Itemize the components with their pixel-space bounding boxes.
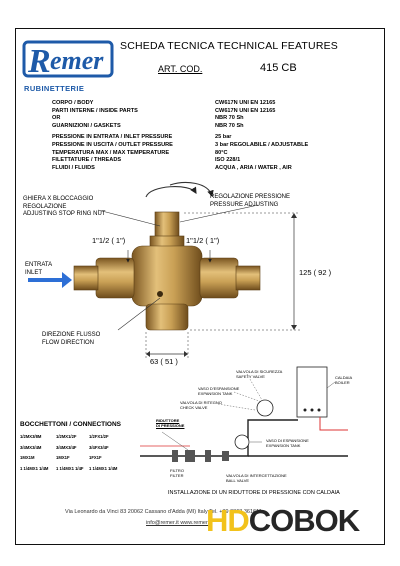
- spec-value: NBR 70 Sh: [215, 122, 244, 129]
- spec-labels: CORPO / BODY PARTI INTERNE / INSIDE PART…: [52, 100, 173, 172]
- page-title: SCHEDA TECNICA TECHNICAL FEATURES: [120, 40, 339, 52]
- valve-bottom: [145, 303, 189, 331]
- spec-values: CW617N UNI EN 12165 CW617N UNI EN 12165 …: [215, 100, 308, 172]
- inlet-tail: [73, 265, 99, 291]
- connections-col-3: 1/2FX1/2F 3/4FX3/4F 1FX1F 1 1/4MX1 1/4M: [89, 434, 118, 471]
- spec-value: ISO 228/1: [215, 157, 241, 164]
- art-code-value: 415 CB: [260, 62, 297, 74]
- spec-value: ACQUA , ARIA / WATER , AIR: [215, 164, 292, 171]
- connections-col-1: 1/2MX3/8M 3/4MX3/4M 1MX1M 1 1/4MX1 1/4M: [20, 434, 49, 471]
- ball-valve-label: VALVOLA DI INTERCETTAZIONE BALL VALVE: [226, 473, 287, 483]
- flow-direction-label: DIREZIONE FLUSSO FLOW DIRECTION: [42, 332, 101, 346]
- spec-label: OR: [52, 115, 61, 122]
- footer-email-link[interactable]: info@remer.it www.remer.it: [146, 520, 212, 526]
- filter-label: FILTRO FILTER: [170, 468, 184, 478]
- svg-text:R: R: [27, 43, 51, 78]
- expansion-tank-lower-label: VASO DI ESPANSIONE EXPANSION TANK: [266, 438, 309, 448]
- spec-label: GUARNIZIONI / GASKETS: [52, 122, 121, 129]
- spec-label: TEMPERATURA MAX / MAX TEMPERATURE: [52, 149, 170, 156]
- inlet-arrow: [28, 272, 72, 288]
- check-valve-label: VALVOLA DI RITEGNO CHECK VALVE: [180, 400, 222, 410]
- expansion-tank-lower: [234, 434, 250, 450]
- expansion-tank-label: VASO D'ESPANSIONE EXPANSION TANK: [198, 386, 240, 396]
- ring-nut-label: GHIERA X BLOCCAGGIO REGOLAZIONE ADJUSTIN…: [23, 196, 106, 217]
- width-dimension: 63 ( 51 ): [150, 357, 178, 366]
- watermark-logo: HDCOBOK: [206, 503, 360, 538]
- outlet-size-label: 1"1/2 ( 1"): [186, 236, 220, 245]
- brand-subtitle: RUBINETTERIE: [24, 84, 85, 93]
- spec-label: FILETTATURE / THREADS: [52, 157, 122, 164]
- svg-text:emer: emer: [50, 46, 104, 75]
- height-dimension: 125 ( 92 ): [299, 268, 332, 277]
- spec-value: CW617N UNI EN 12165: [215, 100, 276, 106]
- reducer-symbol: [185, 450, 195, 462]
- gauge-port: [157, 291, 163, 297]
- rotate-arrow-left: [145, 186, 197, 198]
- spec-value: 3 bar REGOLABILE / ADJUSTABLE: [215, 141, 309, 148]
- page-border: [15, 28, 385, 545]
- rotate-arrow-right: [169, 182, 214, 198]
- reducer-label: RIDUTTORE DI PRESSIONE: [156, 418, 185, 428]
- footer-address: Via Leonardo da Vinci 83 20062 Cassano d…: [65, 509, 262, 515]
- boiler-label: CALDAIA BOILER: [335, 375, 353, 385]
- spec-label: CORPO / BODY: [52, 100, 94, 106]
- pressure-adjust-label: REGOLAZIONE PRESSIONE PRESSURE ADJUSTING: [210, 194, 291, 208]
- spec-value: NBR 70 Sh: [215, 115, 244, 122]
- connections-title: BOCCHETTONI / CONNECTIONS: [20, 421, 121, 428]
- outlet-tail: [235, 265, 261, 291]
- spec-label: FLUIDI / FLUIDS: [52, 164, 95, 171]
- art-code-label: ART. COD.: [158, 64, 203, 74]
- inlet-size-label: 1"1/2 ( 1"): [92, 236, 126, 245]
- spec-value: CW617N UNI EN 12165: [215, 107, 276, 114]
- spec-label: PARTI INTERNE / INSIDE PARTS: [52, 107, 138, 114]
- spec-label: PRESSIONE IN USCITA / OUTLET PRESSURE: [52, 141, 173, 148]
- inlet-label: ENTRATA INLET: [25, 262, 53, 276]
- connections-col-2: 1/2MX1/2F 3/4MX3/4F 1MX1F 1 1/4MX1 1/4F: [56, 434, 84, 471]
- remer-logo: emer R: [22, 40, 114, 78]
- spec-value: 25 bar: [215, 134, 232, 141]
- spec-label: PRESSIONE IN ENTRATA / INLET PRESSURE: [52, 134, 173, 141]
- expansion-tank-upper: [256, 399, 274, 417]
- spec-value: 80°C: [215, 149, 228, 156]
- installation-caption: INSTALLAZIONE DI UN RIDUTTORE DI PRESSIO…: [168, 490, 340, 496]
- safety-valve-label: VALVOLA DI SICUREZZA SAFETY VALVE: [236, 369, 283, 379]
